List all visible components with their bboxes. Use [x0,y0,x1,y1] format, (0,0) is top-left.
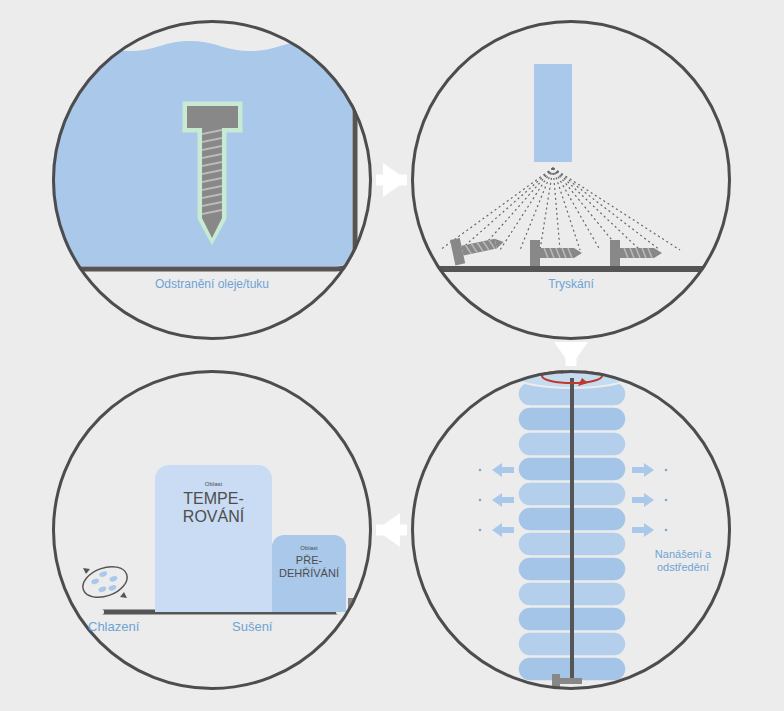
step-label: Odstranění oleje/tuku [92,278,332,292]
step-label: Tryskání [451,278,691,292]
process-step-circle: Tryskání [411,20,731,340]
screw-icon [185,104,240,240]
spin-basket [479,366,668,688]
zone-name: TEMPE- ROVÁNÍ [161,490,266,527]
zone-box: OblastTEMPE- ROVÁNÍ [155,465,272,612]
flow-arrow [566,344,577,366]
zone-name: PŘE- DEHŘÍVÁNÍ [275,554,343,579]
zone-caption: Oblast [205,481,222,488]
zone-caption: Oblast [300,545,317,552]
circle-outline [411,20,731,340]
process-step-circle: Nanášení a odstředění [411,370,731,690]
step-label: Chlazení [88,620,168,635]
step-label: Nanášení a odstředění [641,548,725,573]
degreasing-bath [40,20,355,269]
circle-outline [52,20,372,340]
flow-arrow [376,175,407,186]
zone-box: OblastPŘE- DEHŘÍVÁNÍ [272,535,346,612]
blasting-scene [400,64,740,272]
process-step-circle: ChlazeníSušeníOblastTEMPE- ROVÁNÍOblastP… [52,370,372,690]
circle-outline [411,370,731,690]
flow-arrow [376,525,407,536]
process-step-circle: Odstranění oleje/tuku [52,20,372,340]
fan-icon [79,561,132,603]
step-label: Sušení [232,620,312,635]
